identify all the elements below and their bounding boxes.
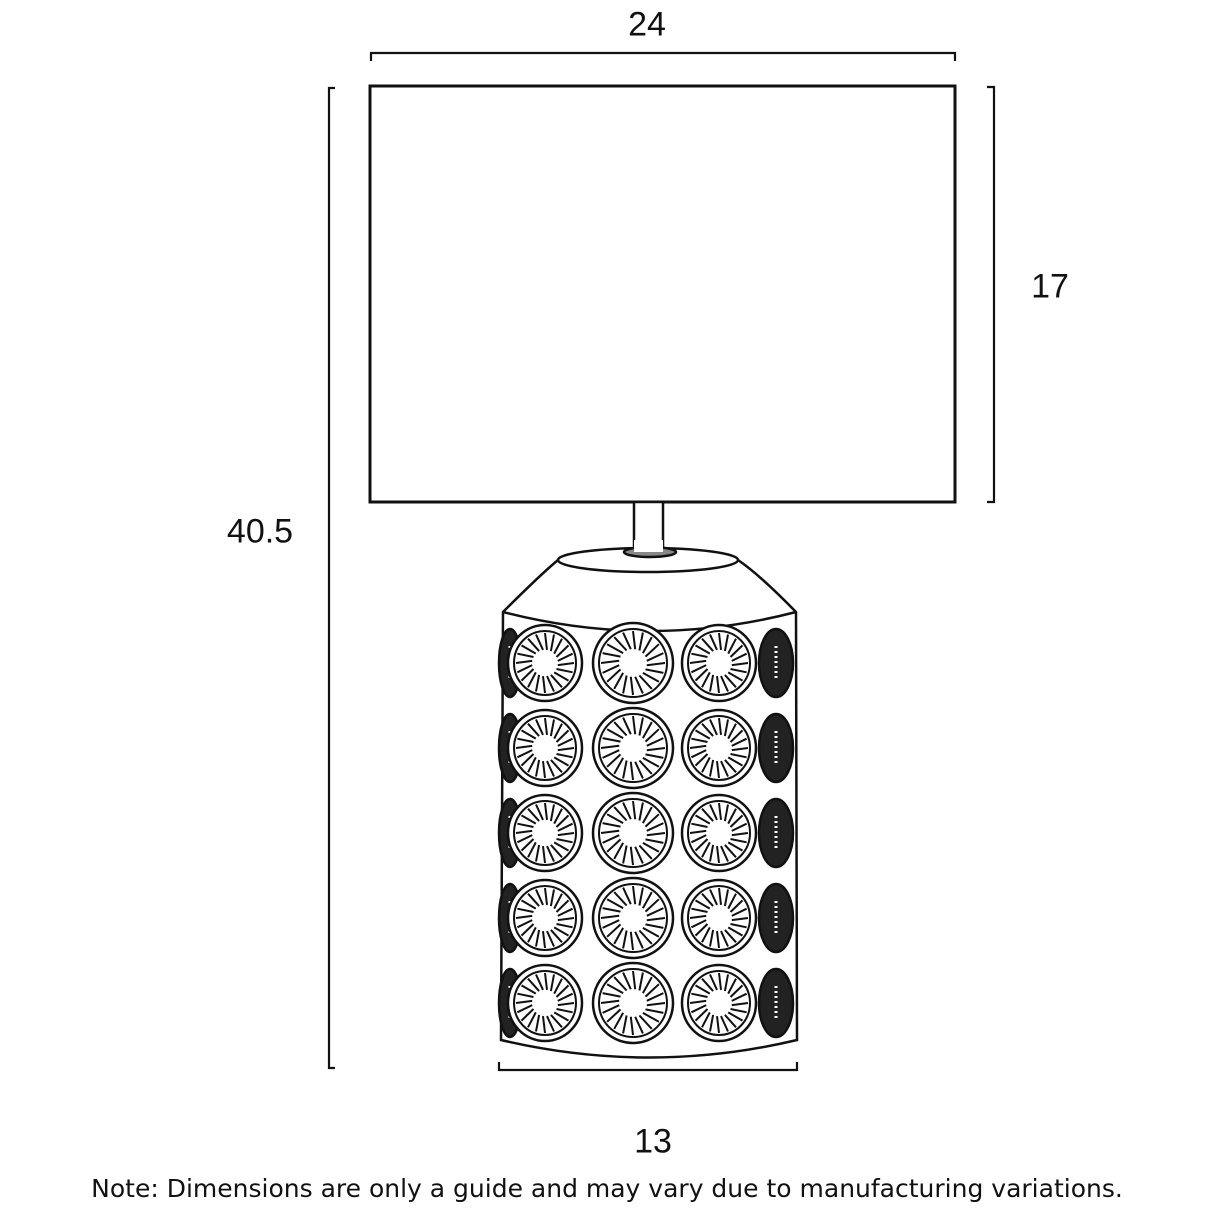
base-width-dimension-line [497,1062,799,1072]
medallion [506,708,584,788]
shade-width-dimension-line [369,51,957,61]
medallion [591,621,675,705]
medallion [506,793,584,873]
medallion [757,797,795,869]
medallion [591,876,675,960]
medallion [680,963,758,1043]
medallion [757,627,795,699]
medallion [680,623,758,703]
dimensions-note: Note: Dimensions are only a guide and ma… [91,1174,1123,1203]
base-width-label: 13 [634,1122,672,1161]
medallion [591,791,675,875]
medallion-pattern [497,621,795,1045]
total-height-dimension-line [327,86,335,1070]
medallion [680,708,758,788]
medallion [506,623,584,703]
medallion [680,793,758,873]
shade-height-dimension-line [987,85,996,504]
medallion [591,961,675,1045]
total-height-label: 40.5 [226,512,294,551]
shade-width-label: 24 [628,5,666,44]
shade-height-label: 17 [1031,267,1069,306]
medallion [506,963,584,1043]
medallion [506,878,584,958]
medallion [757,712,795,784]
medallion [680,878,758,958]
medallion [591,706,675,790]
lamp-shade [368,84,957,504]
medallion [757,967,795,1039]
medallion [757,882,795,954]
